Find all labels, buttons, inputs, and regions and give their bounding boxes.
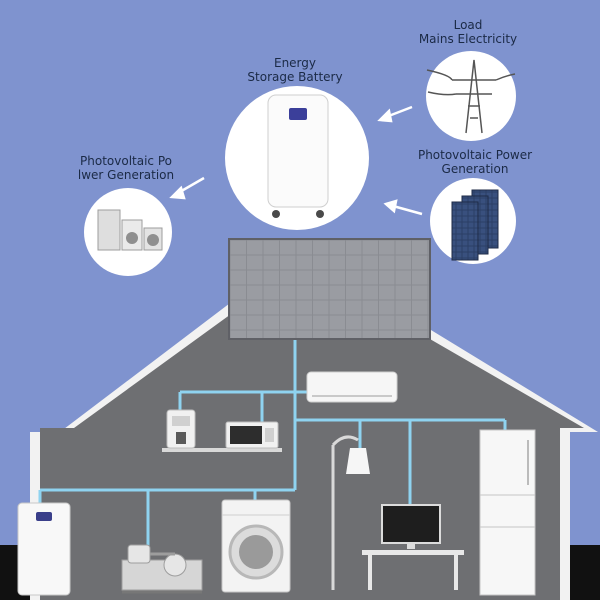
pv-panels-callout: [430, 178, 516, 264]
computer-desk: [362, 550, 464, 590]
load-mains-callout: [426, 51, 516, 141]
load-mains-label: Load Mains Electricity: [418, 18, 518, 46]
home-battery: [17, 502, 71, 596]
pv-right-label: Photovoltaic Power Generation: [417, 148, 533, 176]
washing-machine: [221, 499, 291, 593]
microwave: [225, 421, 279, 449]
coffee-machine: [166, 409, 196, 449]
refrigerator: [479, 429, 536, 596]
floor-lamp: [331, 435, 370, 590]
appliances-callout: [84, 188, 172, 276]
house: [30, 250, 598, 600]
arrow-from-pv: [392, 204, 423, 216]
arrows: [169, 105, 423, 216]
battery-callout: [225, 86, 369, 230]
heat-pump-unit: [121, 544, 203, 594]
pv-left-label: Photovoltaic Po lwer Generation: [77, 154, 175, 182]
roof-solar-panel: [228, 238, 431, 340]
computer-monitor: [381, 504, 441, 549]
battery-label: Energy Storage Battery: [247, 56, 343, 84]
kitchen-shelf: [162, 448, 282, 452]
air-conditioner: [306, 371, 398, 403]
